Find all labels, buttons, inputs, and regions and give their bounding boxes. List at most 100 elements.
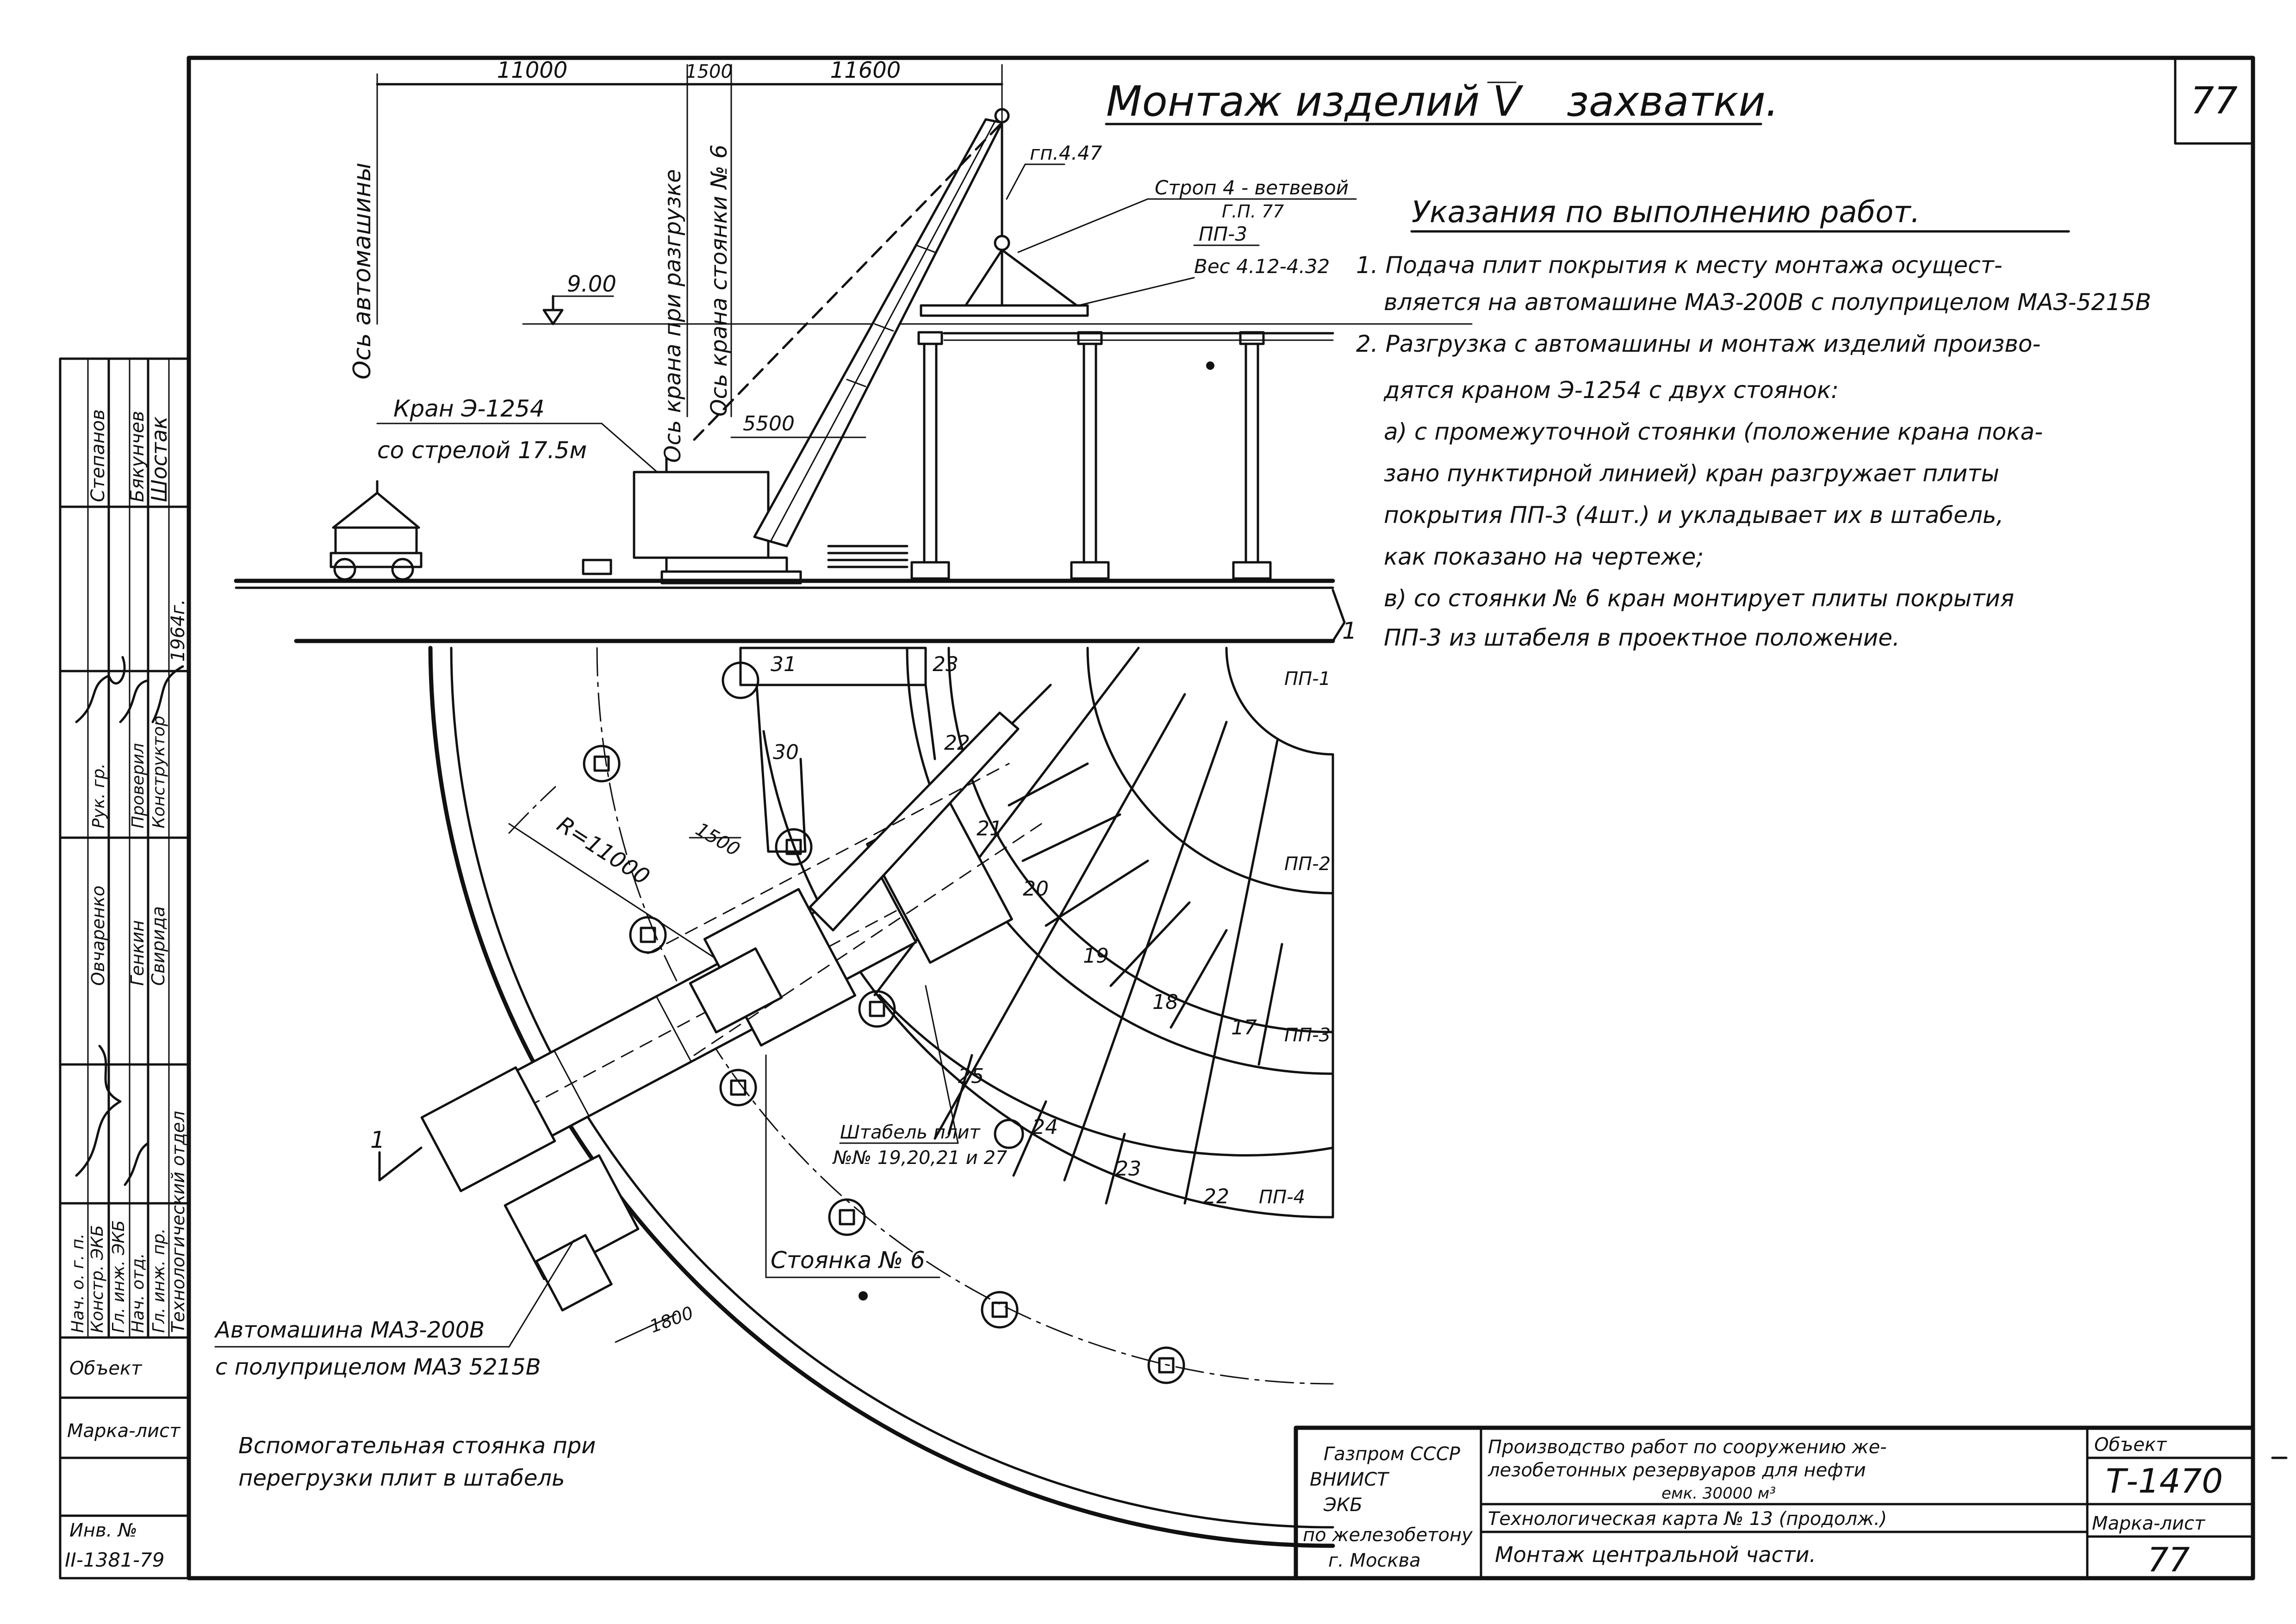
sheet-title-text: Монтаж изделий <box>1106 77 1480 126</box>
stamp-name2-1: Бякунчев <box>127 411 148 502</box>
sling-label: Строп 4 - ветвевой <box>1155 176 1349 199</box>
slab-22b: 22 <box>1203 1185 1229 1208</box>
org-line-4: по железобетону <box>1303 1524 1473 1546</box>
section-mark-left: 1 <box>370 1126 385 1153</box>
sheet-title: Монтаж изделий V захватки. <box>1105 77 1779 126</box>
stamp-name-2: Свирида <box>148 906 168 986</box>
object-label: Объект <box>2094 1434 2167 1456</box>
slab-23b: 23 <box>1115 1157 1141 1181</box>
stamp-role-0: Нач. о. г. п. <box>68 1233 87 1333</box>
slab-18: 18 <box>1152 990 1178 1014</box>
page-number-box <box>2174 56 2254 145</box>
side-stamp-frame <box>59 357 190 1580</box>
stack-label-1: Штабель плит <box>840 1122 981 1143</box>
pp3-label: ПП-3 <box>1199 223 1247 245</box>
note-line-2: вляется на автомашине МАЗ-200В с полупри… <box>1384 289 2151 316</box>
stamp-inv-value: II-1381-79 <box>65 1549 164 1571</box>
org-line-2: ВНИИСТ <box>1310 1469 1390 1490</box>
stamp-role-1: Констр. ЭКБ <box>88 1225 107 1333</box>
dim-5500: 5500 <box>743 412 795 436</box>
ring-pp1: ПП-1 <box>1284 668 1331 690</box>
side-stamp: Нач. о. г. п. Констр. ЭКБ Гл. инж. ЭКБ Н… <box>59 357 190 1571</box>
stamp-name-0: Овчаренко <box>88 885 108 986</box>
dim-1800: 1800 <box>647 1302 696 1337</box>
stamp-inv-label: Инв. № <box>69 1520 137 1541</box>
slab-31: 31 <box>771 653 796 676</box>
crane-label-2: со стрелой 17.5м <box>377 437 587 464</box>
note-line-10: ПП-3 из штабеля в проектное положение. <box>1384 624 1900 651</box>
level-mark: 9.00 <box>567 271 616 297</box>
sheet-title-end: захватки. <box>1567 77 1779 126</box>
slab-17: 17 <box>1231 1016 1257 1039</box>
stack-label-2: №№ 19,20,21 и 27 <box>832 1147 1008 1169</box>
stamp-role-3: Нач. отд. <box>129 1253 148 1333</box>
aux-label-2: перегрузки плит в штабель <box>238 1465 565 1491</box>
stamp-year: 1964г. <box>168 599 189 662</box>
mark-label: Марка-лист <box>2092 1513 2206 1534</box>
note-line-9: в) со стоянки № 6 кран монтирует плиты п… <box>1384 585 2014 612</box>
stamp-role-4: Гл. инж. пр. <box>149 1228 168 1333</box>
dim-1500-plan: 1500 <box>692 819 743 861</box>
project-line-1: Производство работ по сооружению же- <box>1488 1437 1887 1458</box>
stamp-role2-1: Проверил <box>129 743 148 828</box>
notes-block: Указания по выполнению работ. 1. Подача … <box>1356 195 2151 651</box>
axis-stand-label: Ось крана стоянки № 6 <box>706 144 732 417</box>
org-line-3: ЭКБ <box>1323 1494 1363 1516</box>
plan-view: 1 ПП-1 ПП-2 ПП-3 ПП-4 <box>214 361 1357 1548</box>
note-line-6: зано пунктирной линией) кран разгружает … <box>1384 460 1999 487</box>
ring-pp4: ПП-4 <box>1259 1187 1305 1208</box>
stamp-name2-2: Шостак <box>147 416 172 502</box>
tech-card: Технологическая карта № 13 (продолж.) <box>1488 1508 1887 1530</box>
note-line-1: 1. Подача плит покрытия к месту монтажа … <box>1356 252 2003 279</box>
dim-11000: 11000 <box>497 57 568 83</box>
note-line-7: покрытия ПП-3 (4шт.) и укладывает их в ш… <box>1384 502 2004 529</box>
stamp-role2-0: Рук. гр. <box>89 763 108 828</box>
crane-label-1: Кран Э-1254 <box>393 395 545 422</box>
stamp-object-label: Объект <box>69 1358 143 1379</box>
title-block: Газпром СССР ВНИИСТ ЭКБ по железобетону … <box>1294 1425 2255 1580</box>
note-line-3: 2. Разгрузка с автомашины и монтаж издел… <box>1356 330 2041 357</box>
dim-1500-top: 1500 <box>685 61 733 82</box>
sheet-title-roman: V <box>1493 77 1524 126</box>
stamp-name-1: Генкин <box>127 920 148 986</box>
slab-24: 24 <box>1032 1115 1058 1139</box>
stamp-name2-0: Степанов <box>87 409 109 502</box>
weight-label: Вес 4.12-4.32 <box>1194 255 1330 278</box>
truck-label-1: Автомашина МАЗ-200В <box>214 1317 485 1343</box>
slab-25: 25 <box>958 1064 984 1088</box>
slab-30: 30 <box>773 740 799 764</box>
slab-21: 21 <box>977 817 1002 840</box>
stamp-dept: Технологический отдел <box>168 1111 188 1333</box>
slab-23a: 23 <box>933 653 958 676</box>
section-mark-right: 1 <box>1342 617 1357 644</box>
column-markers <box>583 661 1185 1384</box>
slab-20: 20 <box>1023 877 1049 901</box>
axis-unload-label: Ось крана при разгрузке <box>660 169 686 463</box>
dim-11600: 11600 <box>830 57 901 83</box>
notes-heading: Указания по выполнению работ. <box>1412 195 1920 230</box>
part-title: Монтаж центральной части. <box>1495 1542 1816 1567</box>
org-line-5: г. Москва <box>1328 1550 1421 1571</box>
project-line-2: лезобетонных резервуаров для нефти <box>1487 1460 1866 1481</box>
truck-label-2: с полуприцелом МАЗ 5215В <box>215 1354 541 1380</box>
stamp-mark-label: Марка-лист <box>67 1420 181 1442</box>
slab-19: 19 <box>1083 944 1109 968</box>
project-line-3: емк. 30000 м³ <box>1661 1484 1776 1503</box>
note-line-5: а) с промежуточной стоянки (положение кр… <box>1384 418 2043 445</box>
ring-pp2: ПП-2 <box>1284 853 1331 875</box>
note-line-8: как показано на чертеже; <box>1384 543 1704 570</box>
org-line-1: Газпром СССР <box>1324 1444 1461 1465</box>
radius-dim: R=11000 <box>552 811 654 890</box>
note-line-4: дятся краном Э-1254 с двух стоянок: <box>1383 377 1839 404</box>
axis-truck-label: Ось автомашины <box>348 162 376 380</box>
ring-pp3: ПП-3 <box>1284 1025 1331 1046</box>
mark-value: 77 <box>2147 1540 2190 1579</box>
elevation-view: 11000 1500 11600 Ось автомашины Ось кран… <box>234 57 1473 643</box>
object-value: Т-1470 <box>2106 1462 2223 1500</box>
stamp-role2-2: Конструктор <box>149 716 168 828</box>
aux-label-1: Вспомогательная стоянка при <box>238 1433 596 1459</box>
stand-label: Стоянка № 6 <box>771 1247 925 1274</box>
gp447-label: гп.4.47 <box>1030 142 1102 164</box>
gp77-label: Г.П. 77 <box>1222 201 1284 222</box>
